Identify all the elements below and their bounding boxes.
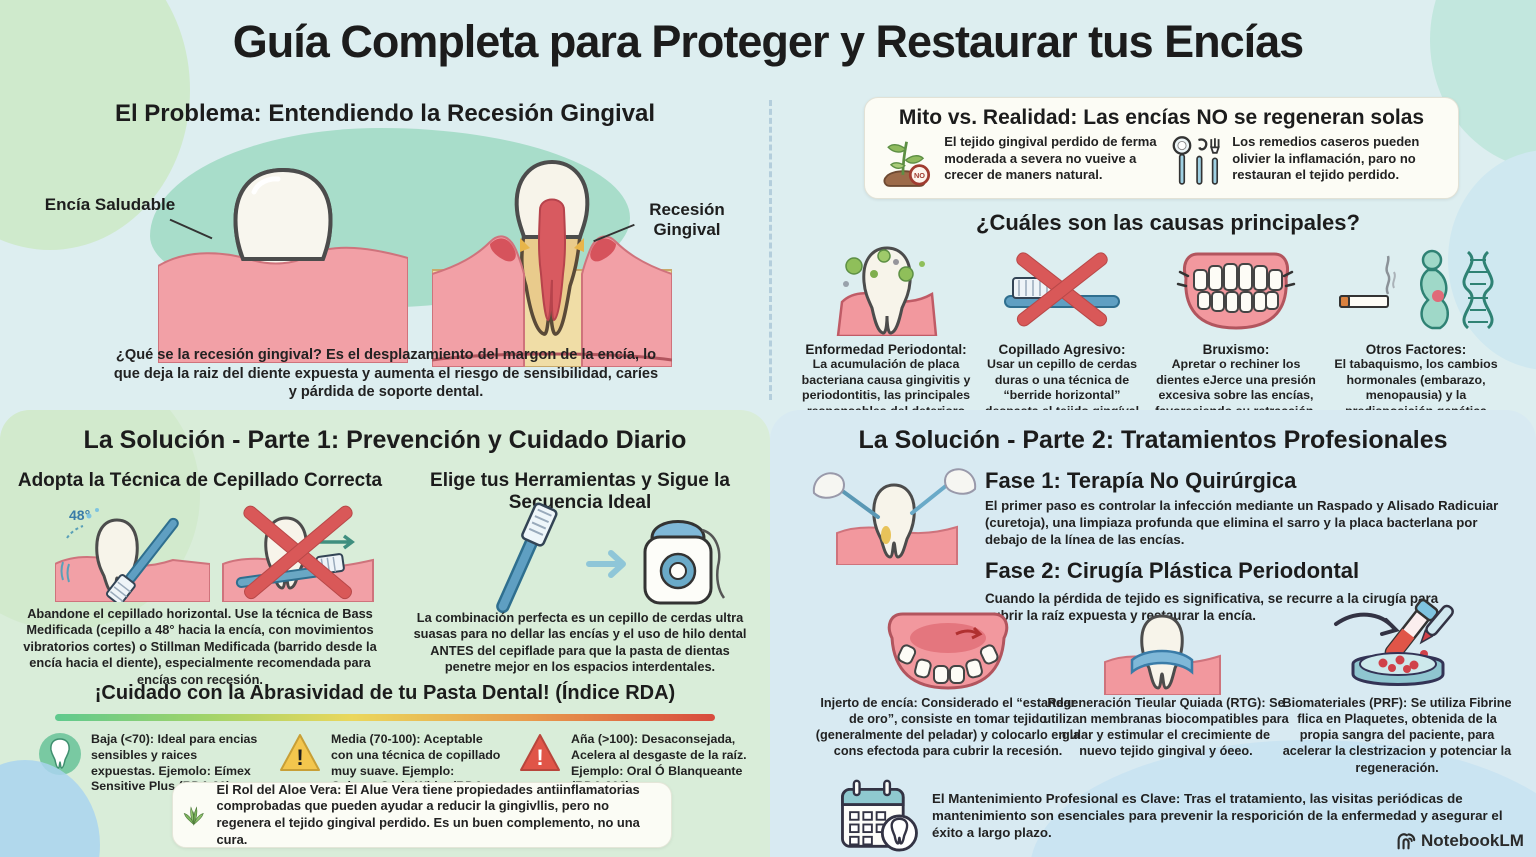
rda-title: Baja (<70): (91, 732, 155, 746)
myth-item-tissue: NO El tejido gingival perdido de ferma m… (879, 134, 1159, 190)
technique-text: Abandone el cepillado horizontal. Use la… (23, 606, 377, 687)
treatment-text: Se utilizan membranas biocompatibles par… (1043, 696, 1289, 759)
rda-gradient-bar (55, 714, 715, 721)
cause-other-factors: Otros Factores: El tabaquismo, los cambi… (1326, 242, 1506, 435)
prf-dish-icon (1334, 604, 1454, 686)
cause-title: Otros Factores: (1365, 342, 1467, 357)
technique-heading: Adopta la Técnica de Cepillado Correcta (17, 470, 383, 491)
maintenance-text: Tras el tratamiento, las visitas periódi… (932, 791, 1503, 841)
scaling-treatment-icon (812, 468, 977, 565)
fase1-title: Fase 1: Terapía No Quirúrgica (985, 468, 1297, 493)
cigarette-pregnancy-dna-icon (1339, 249, 1494, 330)
membrane-tooth-icon (1104, 614, 1221, 695)
treatment-text: Se utiliza Fibrine flica en Plaquetes, o… (1282, 696, 1512, 775)
part2-heading: La Solución - Parte 2: Tratamientos Prof… (858, 426, 1448, 454)
cause-periodontal: Enformedad Periodontal: La acumulación d… (800, 242, 972, 435)
maintenance-text-block: El Mantenimiento Profesional es Clave: T… (932, 790, 1504, 841)
myth-item-text: El tejido gingival perdido de ferma mode… (944, 134, 1157, 183)
causes-heading: ¿Cuáles son las causas principales? (976, 210, 1360, 235)
fase2-text: Cuando la pérdida de tejido es significa… (985, 591, 1439, 624)
calendar-tooth-icon (841, 779, 918, 852)
watermark-label: NotebookLM (1421, 831, 1524, 850)
treatment-graft: Injerto de encía: Considerado el “estand… (812, 695, 1084, 760)
aloe-text: El Alue Vera tiene propiedades antiinfla… (216, 781, 640, 847)
myth-item-text: Los remedios caseros pueden olivier la i… (1232, 134, 1420, 183)
solution-part1-panel: La Solución - Parte 1: Prevención y Cuid… (0, 410, 770, 857)
arrow-right-icon (586, 550, 626, 578)
treatment-rtg: Regeneración Tieular Quiada (RTG): Se ut… (1042, 695, 1290, 760)
crossed-toothbrush-icon (1004, 252, 1120, 327)
sprout-no-icon: NO (883, 141, 931, 187)
cause-bruxism: Bruxismo: Apretar o rechiner los dientes… (1152, 242, 1320, 420)
cause-title: Bruxismo: (1202, 342, 1270, 357)
cause-aggressive-brushing: Copillado Agresivo: Usar un cepillo de c… (978, 242, 1146, 435)
notebooklm-watermark: NotebookLM (1396, 831, 1524, 851)
tooth-plaque-icon (836, 246, 937, 336)
svg-text:NO: NO (914, 171, 925, 180)
dental-tools-icon (1172, 136, 1220, 185)
rda-item-low: Baja (<70): Ideal para encias sensibles … (38, 732, 266, 795)
fase1-text: El primer paso es controlar la infección… (985, 498, 1499, 547)
section-divider (769, 100, 772, 400)
red-warning-icon: ! (520, 734, 560, 771)
healthy-tooth-illustration (158, 167, 408, 363)
treatment-title: Biomateriales (PRF): (1282, 696, 1408, 710)
problem-caption: ¿Qué se la recesión gingival? Es el desp… (113, 347, 659, 401)
fase2-title: Fase 2: Cirugía Plástica Periodontal (985, 558, 1360, 583)
cause-title: Copillado Agresivo: (998, 342, 1126, 357)
aloe-title: El Rol del Aloe Vera: (216, 781, 342, 797)
myth-vs-reality-box: Mito vs. Realidad: Las encías NO se rege… (864, 97, 1459, 199)
rda-heading: ¡Cuidado con la Abrasividad de tu Pasta … (94, 682, 676, 704)
cause-title: Enformedad Periodontal: (805, 342, 967, 357)
aloe-vera-icon (183, 806, 204, 826)
label-healthy-gum: Encía Saludable (44, 195, 176, 214)
aloe-vera-box: El Rol del Aloe Vera: El Alue Vera tiene… (172, 782, 672, 848)
problem-heading: El Problema: Entendiendo la Recesión Gin… (114, 100, 656, 127)
horizontal-brushing-crossed-icon (222, 505, 374, 602)
notebooklm-logo (1397, 833, 1416, 850)
myth-item-remedies: Los remedios caseros pueden olivier la i… (1171, 134, 1451, 190)
rda-text: Ideal para encias sensibles y raices exp… (91, 732, 258, 794)
toothbrush-icon (496, 502, 558, 614)
treatment-title: Injerto de encía: (820, 696, 918, 710)
part1-heading: La Solución - Parte 1: Prevención y Cuid… (83, 426, 687, 454)
treatment-prf: Biomateriales (PRF): Se utiliza Fibrine … (1278, 695, 1516, 776)
treatment-text: Considerado el “estandar de oro”, consis… (815, 696, 1081, 759)
yellow-warning-icon: ! (280, 734, 320, 771)
tools-text: La combinación perfecta es un cepillo de… (413, 610, 747, 675)
svg-text:!: ! (296, 745, 303, 770)
dental-floss-icon (643, 520, 726, 605)
angled-brushing-icon: 48° (55, 507, 210, 602)
rda-title: Media (70-100): (331, 732, 421, 746)
myth-heading: Mito vs. Realidad: Las encías NO se rege… (898, 106, 1425, 129)
clenched-teeth-icon (1176, 252, 1296, 330)
svg-text:!: ! (536, 745, 543, 770)
treatment-title: Regeneración Tieular Quiada (RTG): (1047, 696, 1266, 710)
angle-label-glyph: 48° (69, 507, 90, 523)
gum-recession-illustration (432, 159, 672, 367)
solution-part2-panel: La Solución - Parte 2: Tratamientos Prof… (770, 410, 1536, 857)
page-title: Guía Completa para Proteger y Restaurar … (232, 16, 1304, 67)
label-gum-recession: Recesión Gingival (649, 200, 725, 240)
palate-graft-icon (887, 612, 1009, 690)
maintenance-title: El Mantenimiento Profesional es Clave: (932, 791, 1181, 806)
rda-title: Aña (>100): (571, 732, 639, 746)
